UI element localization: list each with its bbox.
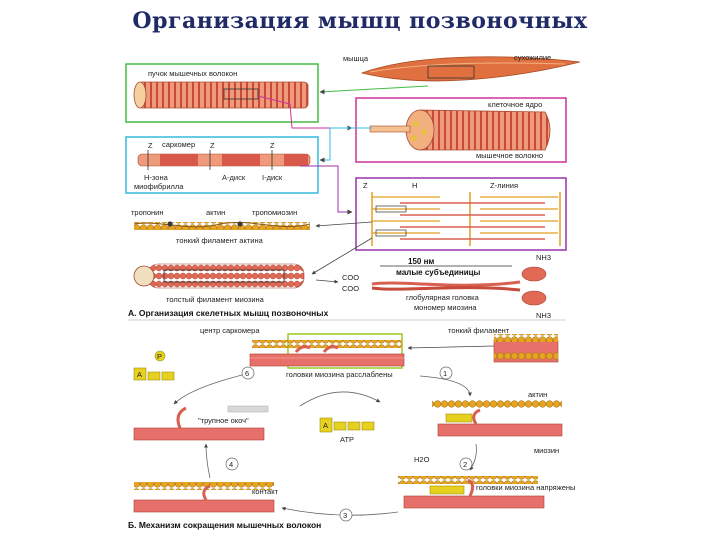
filament-lattice [371, 192, 561, 246]
label-p-1: P [157, 352, 162, 361]
label-h2o: H2O [414, 455, 430, 464]
label-tropomyosin: тропомиозин [252, 208, 297, 217]
label-center: центр саркомера [200, 326, 260, 335]
label-sarcomere: саркомер [162, 140, 195, 149]
step-4: 4 [229, 460, 233, 469]
myofibril-frame [125, 136, 319, 194]
label-myosin-monomer: мономер миозина [414, 303, 477, 312]
label-150nm: 150 нм [408, 257, 434, 266]
label-myosin-b: миозин [534, 446, 559, 455]
state-rigor [133, 405, 269, 441]
step-1: 1 [443, 369, 447, 378]
step-3: 3 [343, 511, 347, 520]
label-z-3: Z [270, 141, 275, 150]
label-thick-filament: толстый филамент миозина [166, 295, 265, 304]
arrow-myofibril-to-lattice [300, 165, 353, 215]
thick-filament [133, 263, 305, 289]
label-atp: ATP [340, 435, 354, 444]
fiber-frame [355, 97, 567, 163]
step-badges [225, 366, 473, 522]
arrow-lattice-to-thick [311, 237, 373, 275]
label-h: H [412, 181, 417, 190]
state-tense [398, 476, 545, 509]
lattice-frame [355, 177, 567, 251]
arrow-atp [299, 391, 381, 407]
label-z-line: Z-линия [490, 181, 518, 190]
label-tendon: сухожилие [514, 53, 551, 62]
cycle-arrows [173, 373, 477, 516]
muscle-bundle [133, 81, 309, 109]
label-thin: тонкий филамент [448, 326, 510, 335]
step-2: 2 [463, 460, 467, 469]
label-nh3-top: NH3 [536, 253, 551, 262]
arrow-thick-to-monomer [315, 279, 339, 284]
label-a-1: A [137, 370, 142, 379]
label-z-1: Z [148, 141, 153, 150]
myofibril [137, 150, 311, 170]
state-contact [133, 482, 275, 513]
label-z-lattice: Z [363, 181, 368, 190]
label-thin-filament: тонкий филамент актина [176, 236, 264, 245]
myosin-monomer [371, 266, 547, 306]
label-contact: контакт [252, 487, 279, 496]
detail-thin-thick [493, 334, 559, 363]
label-nucleus: клеточное ядро [488, 100, 542, 109]
label-myofibril: миофибрилла [134, 182, 184, 191]
label-actin-b: актин [528, 390, 547, 399]
muscle-fiber [369, 109, 551, 151]
page-title: Организация мышц позвоночных [132, 8, 588, 34]
label-troponin: тропонин [131, 208, 163, 217]
phosphate-icon [133, 350, 175, 381]
label-h-zone: Н-зона [144, 173, 169, 182]
atp-icon [319, 417, 375, 433]
bundle-frame [125, 63, 319, 123]
label-globular-head: глобулярная головка [406, 293, 480, 302]
label-nh3-bottom: NH3 [536, 311, 551, 320]
arrow-detail [407, 345, 495, 350]
label-muscle: мышца [343, 54, 369, 63]
label-small-subunits: малые субъединицы [396, 268, 481, 277]
label-z-2: Z [210, 141, 215, 150]
label-i-disc: I-диск [262, 173, 283, 182]
label-coo-top: COO [342, 273, 359, 282]
label-rigor: "трупное окоч" [198, 416, 249, 425]
label-relaxed: головки миозина расслаблены [286, 370, 393, 379]
label-a-atp: A [323, 421, 328, 430]
step-6: 6 [245, 369, 249, 378]
state-relaxed [249, 333, 405, 369]
muscle-illustration [360, 56, 581, 82]
label-coo-bottom: COO [342, 284, 359, 293]
label-fiber: мышечное волокно [476, 151, 543, 160]
state-atp-bound [432, 400, 563, 437]
label-a-disc: А-диск [222, 173, 246, 182]
arrow-bundle-to-fiber [257, 95, 353, 131]
arrow-fiber-to-myofibril [319, 127, 372, 163]
label-tense: головки миозина напряжены [476, 483, 575, 492]
caption-panel-b: Б. Механизм сокращения мышечных волокон [128, 520, 321, 530]
arrow-lattice-to-thin [315, 221, 373, 228]
caption-panel-a: А. Организация скелетных мышц позвоночны… [128, 308, 329, 318]
thin-filament [133, 221, 311, 230]
arrow-muscle-to-bundle [319, 85, 429, 95]
label-bundle: пучок мышечных волокон [148, 69, 237, 78]
label-actin: актин [206, 208, 225, 217]
